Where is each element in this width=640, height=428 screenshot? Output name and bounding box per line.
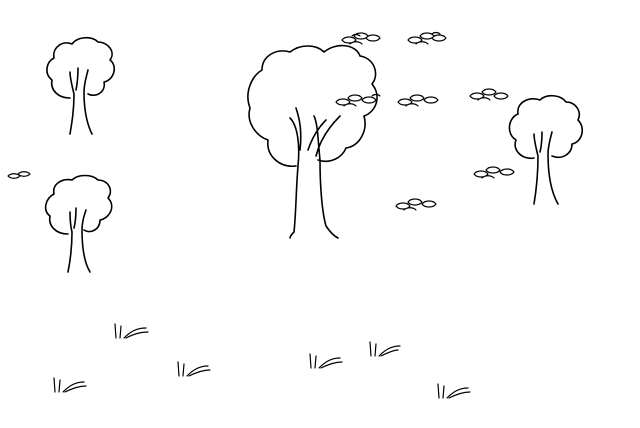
- tree-small-right: [508, 94, 584, 205]
- tree-small-top-left-trunk: [69, 67, 93, 135]
- tree-small-top-left: [46, 36, 116, 135]
- leaf-cluster: [473, 166, 515, 179]
- grass-tuft: [437, 383, 471, 399]
- tree-small-middle-left-canopy: [44, 174, 113, 235]
- tree-small-top-left-canopy: [46, 36, 116, 99]
- leaf-cluster: [371, 93, 381, 97]
- leaf-cluster: [469, 88, 509, 101]
- leaf-cluster: [335, 94, 377, 107]
- leaf-cluster: [351, 31, 441, 37]
- leaf-cluster: [395, 198, 437, 211]
- tree-small-middle-left-trunk: [67, 207, 91, 273]
- tree-large-center-canopy: [247, 44, 378, 167]
- grass-tuft: [369, 341, 401, 357]
- tree-small-middle-left: [44, 174, 113, 273]
- tree-large-center-trunk: [289, 107, 341, 239]
- leaf-cluster: [407, 32, 447, 45]
- leaf-cluster: [341, 32, 381, 45]
- grass-tuft: [53, 377, 87, 393]
- leaf-cluster: [397, 94, 439, 107]
- grass-tuft: [114, 323, 149, 339]
- tree-small-right-canopy: [508, 94, 584, 160]
- grass-tuft: [177, 361, 211, 377]
- leaf-cluster: [7, 171, 31, 179]
- grass-tuft: [309, 353, 343, 369]
- tree-small-right-trunk: [533, 131, 559, 205]
- tree-large-center: [247, 44, 378, 239]
